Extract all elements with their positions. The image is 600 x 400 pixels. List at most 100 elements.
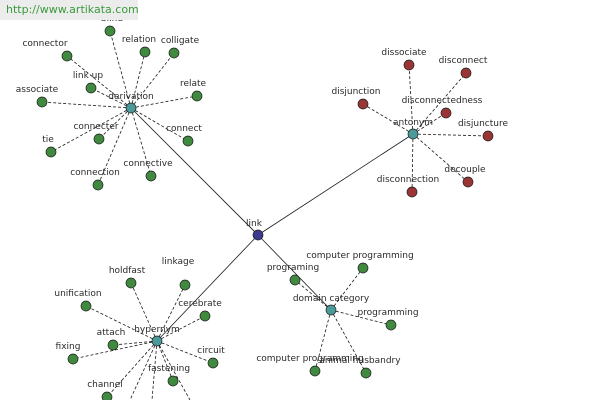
leaf-node-tie[interactable] — [45, 146, 57, 158]
leaf-label-programming: programming — [357, 308, 418, 318]
leaf-node-relate[interactable] — [191, 90, 203, 102]
leaf-node-fastening[interactable] — [167, 375, 179, 387]
leaf-label-holdfast: holdfast — [109, 266, 146, 276]
category-node-hypernym[interactable] — [151, 335, 163, 347]
edge-hypernym-attach-4 — [112, 340, 158, 346]
leaf-node-blind[interactable] — [104, 25, 116, 37]
leaf-label-relation: relation — [122, 35, 156, 45]
leaf-node-computer-programming[interactable] — [357, 262, 369, 274]
edge-hypernym-fastening-7 — [156, 340, 174, 382]
leaf-label-disjuncture: disjuncture — [458, 119, 508, 129]
leaf-label-fastening: fastening — [148, 364, 190, 374]
leaf-node-disjunction[interactable] — [357, 98, 369, 110]
leaf-node-animal-husbandry[interactable] — [360, 367, 372, 379]
leaf-node-connector[interactable] — [61, 50, 73, 62]
leaf-label-connection: connection — [70, 168, 120, 178]
leaf-label-disconnectedness: disconnectedness — [402, 96, 483, 106]
leaf-node-connective[interactable] — [145, 170, 157, 182]
leaf-label-disconnection: disconnection — [377, 175, 440, 185]
edge-derivation-relate-6 — [130, 95, 198, 109]
edge-derivation-tie-9 — [50, 107, 132, 153]
leaf-node-circuit[interactable] — [207, 357, 219, 369]
edge-derivation-connecter-8 — [98, 107, 132, 140]
edge-hypernym-channel-8 — [106, 340, 158, 398]
leaf-label-cerebrate: cerebrate — [178, 299, 222, 309]
leaf-node-channel[interactable] — [101, 391, 113, 400]
edge-domain-category-animal-husbandry-4 — [330, 309, 367, 374]
leaf-node-programming[interactable] — [385, 319, 397, 331]
category-label-domain-category: domain category — [293, 294, 370, 304]
edge-derivation-colligate-2 — [130, 52, 175, 109]
leaf-label-circuit: circuit — [197, 346, 225, 356]
center-label-link: link — [246, 219, 263, 229]
category-label-hypernym: hypernym — [134, 325, 180, 335]
leaf-node-attach[interactable] — [107, 339, 119, 351]
edge-derivation-connection-11 — [97, 107, 132, 186]
leaf-label-animal-husbandry: animal husbandry — [319, 356, 401, 366]
leaf-label-disconnect: disconnect — [439, 56, 488, 66]
leaf-node-decouple[interactable] — [462, 176, 474, 188]
leaf-node-cerebrate[interactable] — [199, 310, 211, 322]
leaf-label-connector: connector — [22, 39, 67, 49]
leaf-node-connect[interactable] — [182, 135, 194, 147]
leaf-node-link-up[interactable] — [85, 82, 97, 94]
leaf-label-disjunction: disjunction — [332, 87, 381, 97]
edge-domain-category-computer-programming-0 — [330, 267, 364, 311]
edge-derivation-associate-5 — [41, 101, 132, 109]
leaf-label-computer-programming: computer programming — [306, 251, 413, 261]
category-label-derivation: derivation — [108, 92, 154, 102]
edge-link-derivation — [130, 107, 259, 236]
leaf-node-disconnect[interactable] — [460, 67, 472, 79]
leaf-node-connection[interactable] — [92, 179, 104, 191]
leaf-label-dissociate: dissociate — [381, 48, 427, 58]
leaf-node-programing[interactable] — [289, 274, 301, 286]
category-label-antonym: antonym — [393, 118, 433, 128]
leaf-node-unification[interactable] — [80, 300, 92, 312]
leaf-label-linkage: linkage — [162, 257, 195, 267]
leaf-node-linkage[interactable] — [179, 279, 191, 291]
edge-derivation-connective-10 — [130, 107, 152, 177]
leaf-label-tie: tie — [42, 135, 54, 145]
edge-hypernym-cerebrate-3 — [156, 315, 206, 342]
leaf-label-relate: relate — [180, 79, 207, 89]
leaf-label-associate: associate — [16, 85, 59, 95]
leaf-label-unification: unification — [54, 289, 101, 299]
leaf-node-dissociate[interactable] — [403, 59, 415, 71]
edge-hypernym-offscreen-0 — [129, 340, 158, 400]
edge-hypernym-offscreen-2 — [156, 340, 191, 400]
edges-layer — [41, 30, 489, 400]
edge-antonym-decouple-6 — [412, 133, 469, 183]
leaf-node-disjuncture[interactable] — [482, 130, 494, 142]
edge-domain-category-programming-2 — [330, 309, 392, 326]
leaf-label-decouple: decouple — [444, 165, 486, 175]
edge-derivation-connect-7 — [130, 107, 189, 142]
leaf-label-connect: connect — [166, 124, 202, 134]
leaf-node-disconnectedness[interactable] — [440, 107, 452, 119]
edge-derivation-link-up-4 — [90, 87, 132, 109]
category-node-derivation[interactable] — [125, 102, 137, 114]
leaf-node-disconnection[interactable] — [406, 186, 418, 198]
edge-hypernym-circuit-6 — [156, 340, 214, 364]
leaf-label-attach: attach — [97, 328, 126, 338]
leaf-label-link-up: link up — [73, 71, 103, 81]
edge-domain-category-programing-1 — [294, 279, 332, 311]
leaf-label-colligate: colligate — [161, 36, 200, 46]
category-node-domain-category[interactable] — [325, 304, 337, 316]
leaf-node-fixing[interactable] — [67, 353, 79, 365]
edge-hypernym-unification-2 — [85, 305, 158, 342]
edge-derivation-blind-0 — [109, 30, 132, 109]
leaf-node-connecter[interactable] — [93, 133, 105, 145]
edge-antonym-disconnectedness-3 — [412, 112, 447, 135]
category-node-antonym[interactable] — [407, 128, 419, 140]
leaf-node-relation[interactable] — [139, 46, 151, 58]
leaf-label-connecter: connecter — [73, 122, 118, 132]
center-node-link[interactable] — [252, 229, 264, 241]
edge-domain-category-computer-programming-3 — [314, 309, 332, 372]
edge-derivation-connector-3 — [66, 55, 132, 109]
leaf-node-colligate[interactable] — [168, 47, 180, 59]
leaf-node-associate[interactable] — [36, 96, 48, 108]
leaf-label-fixing: fixing — [56, 342, 81, 352]
leaf-node-holdfast[interactable] — [125, 277, 137, 289]
leaf-node-computer-programming[interactable] — [309, 365, 321, 377]
